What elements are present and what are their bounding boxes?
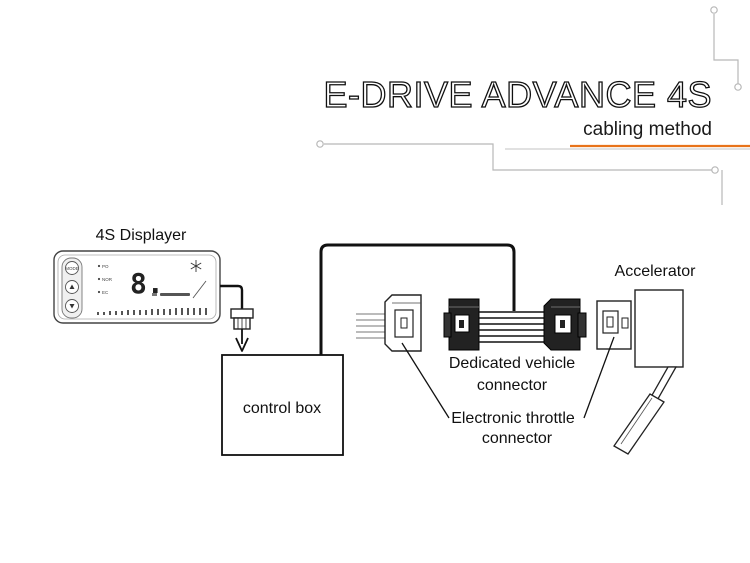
dedicated-connector-label-line2: connector [477,377,548,394]
snowflake-icon [190,260,202,272]
mode-label-po: PO [102,264,109,269]
led-bar [97,308,207,315]
brand-mark [152,293,190,296]
harness-cable [319,243,516,355]
dedicated-connector-right [543,298,587,351]
diagram-subtitle: cabling method [583,119,712,140]
mode-button-label: MODE [65,266,79,271]
dedicated-connector-label-line1: Dedicated vehicle [449,355,575,372]
throttle-connector [384,294,422,352]
throttle-connector-label-line1: Electronic throttle [451,410,575,427]
accelerator-body [634,289,684,368]
up-arrow-icon [69,284,75,289]
displayer-device: MODE PO NOR EC 8. [53,250,221,324]
displayer-plug [230,308,254,330]
control-box-label: control box [243,400,321,417]
control-box [221,354,344,456]
dedicated-connector-left [443,298,480,351]
mode-label-ec: EC [102,290,109,295]
leader-lines [401,336,615,419]
down-arrow-icon [69,304,75,309]
accelerator-pedal-arm [613,366,678,455]
segment-digit: 8. [130,267,164,300]
arrow-icon [235,337,249,352]
accelerator-plug [596,300,632,350]
dedicated-harness-wires [479,311,544,343]
displayer-cable [220,284,244,309]
mode-label-nor: NOR [102,277,113,282]
circuit-traces [316,6,750,205]
mode-button [65,261,79,275]
displayer-label: 4S Displayer [96,227,187,244]
gauge-needle [192,280,207,299]
accelerator-label: Accelerator [615,263,697,280]
diagram-title: E-DRIVE ADVANCE 4S [324,74,712,115]
throttle-connector-label-line2: connector [482,430,553,447]
throttle-wire-stubs [356,313,385,339]
